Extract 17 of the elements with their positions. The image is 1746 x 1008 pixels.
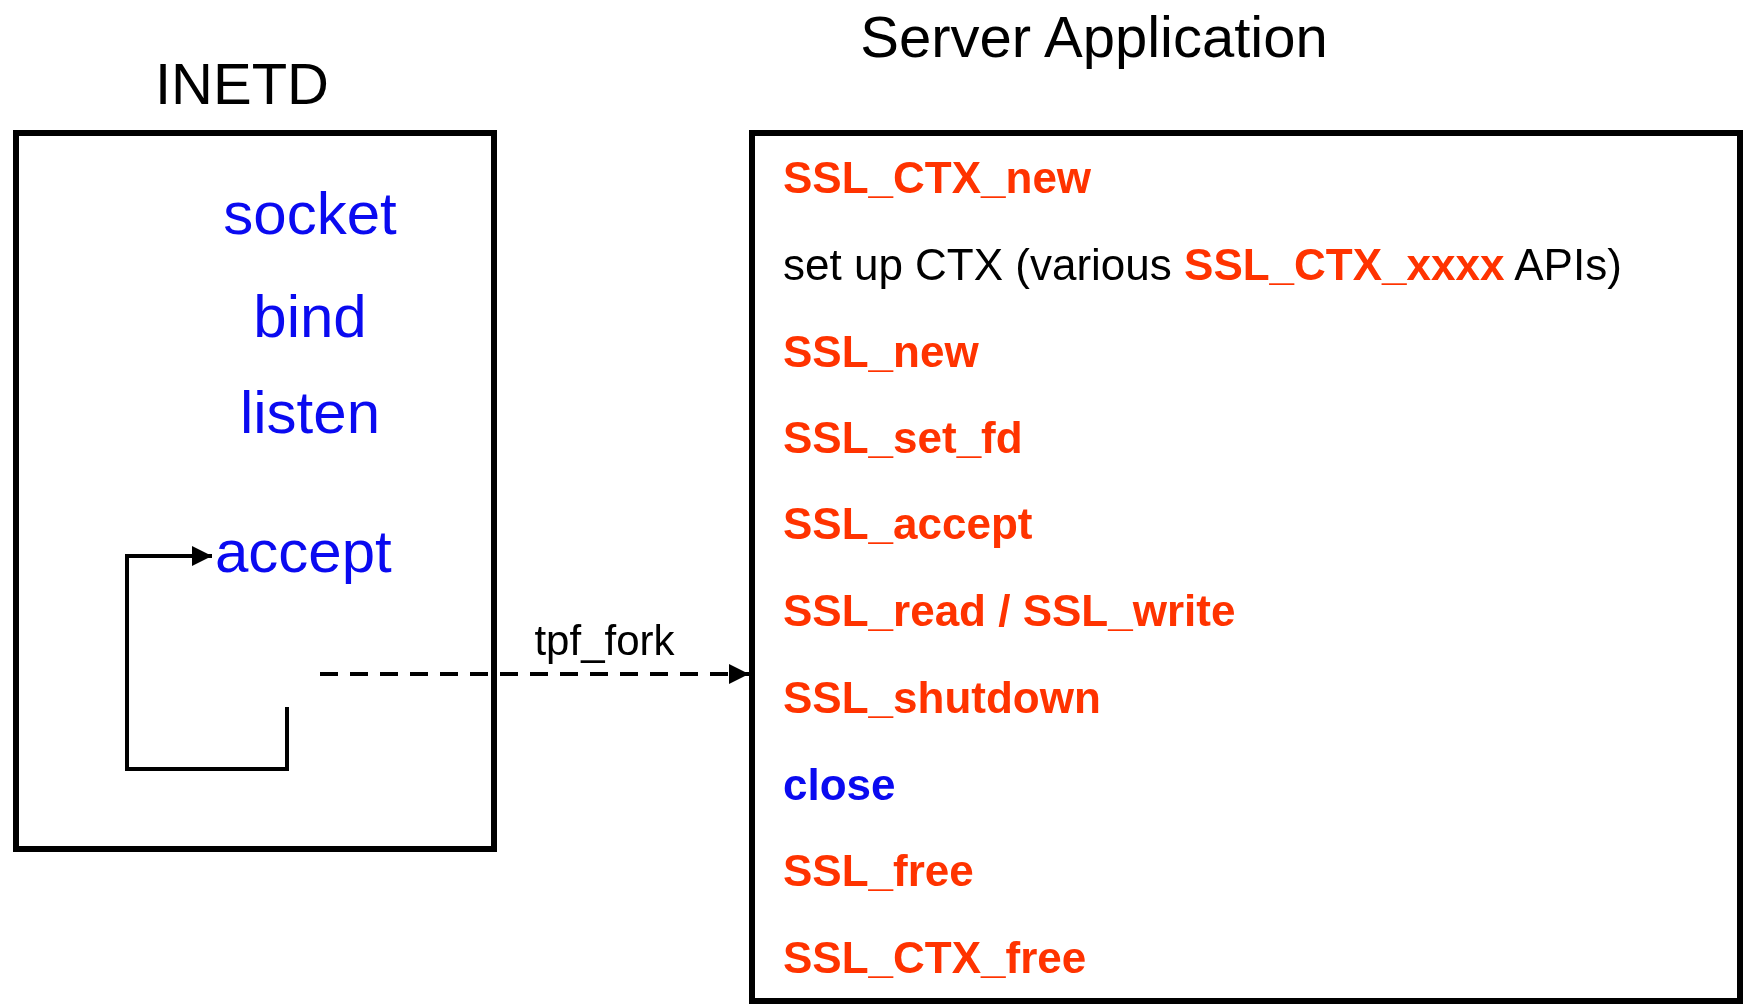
function-name: listen bbox=[239, 383, 381, 443]
function-name: SSL_new bbox=[783, 330, 979, 374]
function-name: SSL_shutdown bbox=[783, 676, 1101, 720]
function-name: SSL_CTX_new bbox=[783, 156, 1092, 200]
function-name: close bbox=[783, 763, 896, 807]
function-name: accept bbox=[215, 522, 392, 582]
function-name: SSL_read / SSL_write bbox=[783, 589, 1236, 633]
function-name: socket bbox=[223, 184, 397, 244]
function-name: SSL_set_fd bbox=[783, 416, 1023, 460]
function-name: SSL_free bbox=[783, 849, 974, 893]
function-name: bind bbox=[253, 287, 367, 347]
function-name: SSL_accept bbox=[783, 502, 1033, 546]
panel-heading: INETD bbox=[155, 55, 329, 113]
function-name: SSL_CTX_free bbox=[783, 936, 1087, 980]
arrow bbox=[125, 546, 289, 771]
description-text: set up CTX (various SSL_CTX_xxxx APIs) bbox=[783, 243, 1622, 287]
dashed-arrow bbox=[320, 664, 749, 684]
